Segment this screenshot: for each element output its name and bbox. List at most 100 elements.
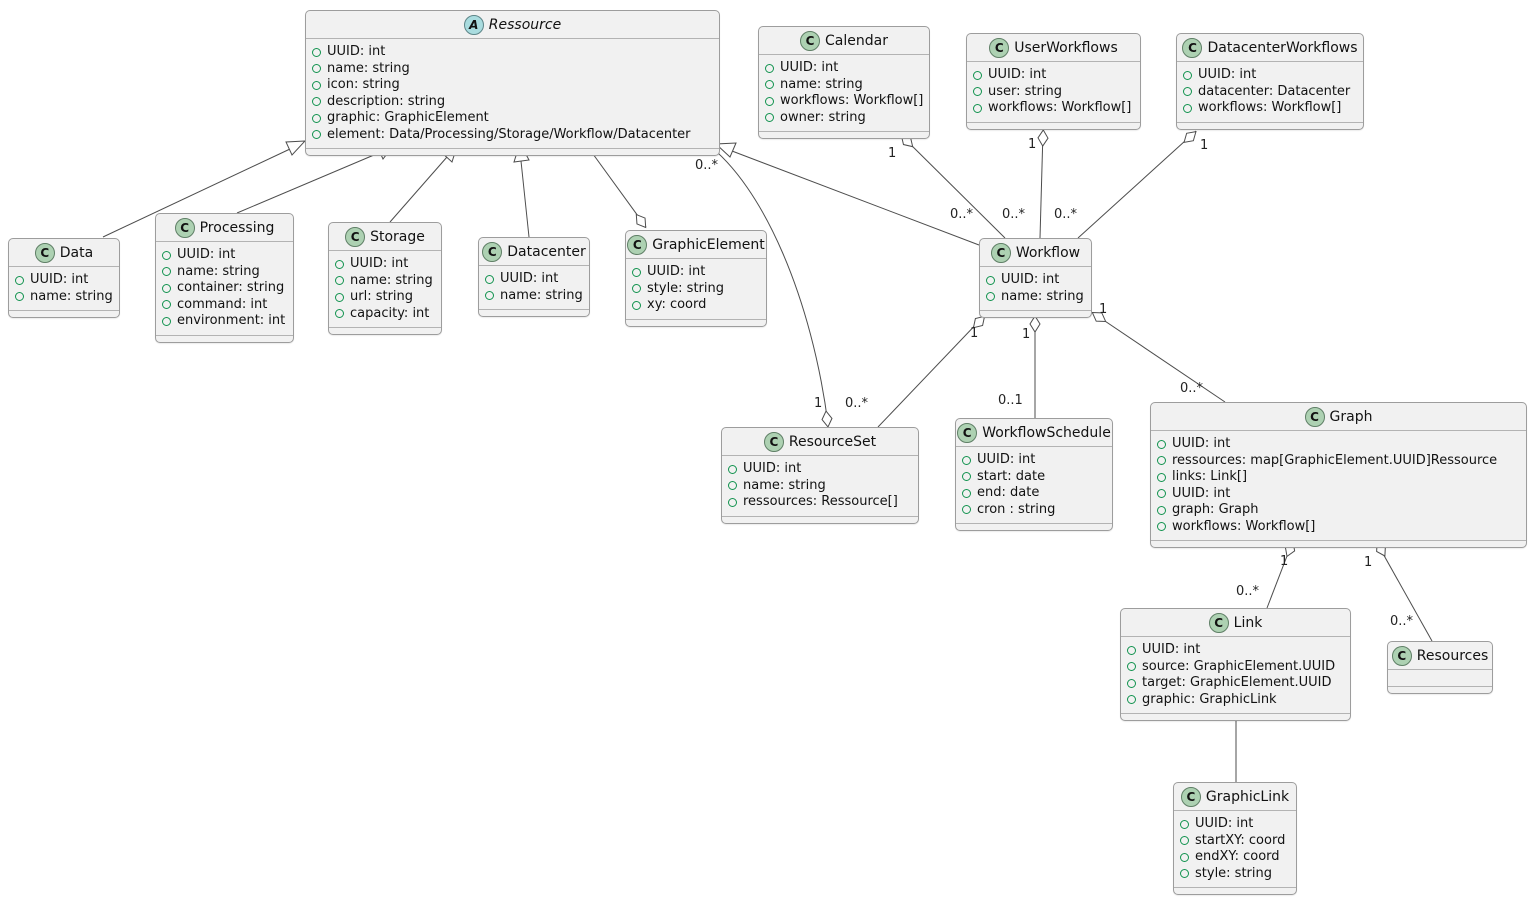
attribute: datacenter: Datacenter xyxy=(1183,84,1355,101)
attribute: UUID: int xyxy=(485,271,581,288)
attribute: style: string xyxy=(1180,866,1288,883)
aggregation-diamond-icon xyxy=(1091,311,1107,323)
class-name: Data xyxy=(59,245,94,261)
attribute: name: string xyxy=(162,264,285,281)
class-name: Storage xyxy=(370,229,425,245)
attribute: name: string xyxy=(986,289,1084,306)
edge-data-extends-ressource xyxy=(102,148,291,238)
methods-compartment xyxy=(329,327,441,334)
visibility-icon xyxy=(728,481,737,491)
visibility-icon xyxy=(765,96,774,106)
class-header: C DatacenterWorkflows xyxy=(1177,34,1363,62)
attribute: endXY: coord xyxy=(1180,849,1288,866)
attribute: UUID: int xyxy=(1157,486,1518,503)
multiplicity-label: 0..* xyxy=(950,207,974,222)
visibility-icon xyxy=(728,497,737,507)
multiplicity-label: 1 xyxy=(1364,555,1373,570)
attribute: workflows: Workflow[] xyxy=(1183,100,1355,117)
attribute: container: string xyxy=(162,280,285,297)
attributes-compartment: UUID: int ressources: map[GraphicElement… xyxy=(1151,431,1526,540)
methods-compartment xyxy=(956,523,1112,530)
attribute: name: string xyxy=(335,273,433,290)
attribute: style: string xyxy=(632,281,758,298)
visibility-icon xyxy=(1157,456,1166,466)
methods-compartment xyxy=(722,515,918,523)
attribute: UUID: int xyxy=(962,452,1104,469)
multiplicity-label: 0..* xyxy=(1054,207,1078,222)
class-name: Resources xyxy=(1416,648,1489,664)
visibility-icon xyxy=(962,488,971,498)
visibility-icon xyxy=(973,70,982,80)
attribute: graphic: GraphicLink xyxy=(1127,692,1342,709)
visibility-icon xyxy=(312,64,321,74)
methods-compartment xyxy=(479,309,589,316)
aggregation-diamond-icon xyxy=(1029,315,1041,333)
attribute: UUID: int xyxy=(15,272,111,289)
attributes-compartment: UUID: int name: string ressources: Resso… xyxy=(722,456,918,516)
attribute: links: Link[] xyxy=(1157,469,1518,486)
class-header: C Workflow xyxy=(980,239,1091,267)
visibility-icon xyxy=(162,250,171,260)
multiplicity-label: 1 xyxy=(888,146,897,161)
attributes-compartment: UUID: int user: string workflows: Workfl… xyxy=(967,62,1140,122)
visibility-icon xyxy=(962,505,971,515)
class-datacenter: C Datacenter UUID: int name: string xyxy=(478,237,590,317)
class-icon: C xyxy=(1180,787,1201,807)
visibility-icon xyxy=(312,113,321,123)
inheritance-arrow-icon xyxy=(285,140,307,156)
class-header: C Graph xyxy=(1151,403,1526,431)
class-icon: C xyxy=(800,31,821,51)
class-icon: C xyxy=(763,432,784,452)
attribute: command: int xyxy=(162,297,285,314)
class-header: C Storage xyxy=(329,223,441,251)
class-graph: C Graph UUID: int ressources: map[Graphi… xyxy=(1150,402,1527,548)
class-processing: C Processing UUID: int name: string cont… xyxy=(155,213,294,343)
attribute: UUID: int xyxy=(986,272,1083,289)
visibility-icon xyxy=(1183,103,1192,113)
class-icon: C xyxy=(345,227,366,247)
methods-compartment xyxy=(980,310,1091,317)
visibility-icon xyxy=(765,113,774,123)
class-name: GraphicLink xyxy=(1205,789,1290,805)
attribute: element: Data/Processing/Storage/Workflo… xyxy=(312,127,711,144)
attributes-compartment: UUID: int name: string xyxy=(479,266,589,309)
attributes-compartment: UUID: int name: string xyxy=(9,267,119,310)
visibility-icon xyxy=(1127,695,1136,705)
visibility-icon xyxy=(962,472,971,482)
edge-workflow-graph xyxy=(1092,312,1226,403)
class-icon: C xyxy=(1304,407,1325,427)
attributes-compartment: UUID: int name: string icon: string desc… xyxy=(306,39,719,148)
attribute: UUID: int xyxy=(728,461,910,478)
attribute: UUID: int xyxy=(1127,642,1342,659)
visibility-icon xyxy=(162,316,171,326)
attribute: workflows: Workflow[] xyxy=(973,100,1132,117)
class-icon: C xyxy=(989,38,1010,58)
class-graphicelement: C GraphicElement UUID: int style: string… xyxy=(625,230,767,327)
class-name: Calendar xyxy=(825,33,888,49)
class-icon: C xyxy=(482,242,503,262)
attribute: owner: string xyxy=(765,110,921,127)
visibility-icon xyxy=(973,87,982,97)
class-name: DatacenterWorkflows xyxy=(1207,40,1358,56)
visibility-icon xyxy=(1157,522,1166,532)
attribute: end: date xyxy=(962,485,1104,502)
class-resources: C Resources xyxy=(1387,641,1493,694)
visibility-icon xyxy=(1180,836,1189,846)
edge-graph-resources xyxy=(1376,542,1433,642)
attributes-compartment: UUID: int name: string workflows: Workfl… xyxy=(759,55,929,131)
methods-compartment xyxy=(156,334,293,342)
visibility-icon xyxy=(312,97,321,107)
attribute: description: string xyxy=(312,94,711,111)
visibility-icon xyxy=(1157,472,1166,482)
multiplicity-label: 1 xyxy=(1200,138,1209,153)
visibility-icon xyxy=(335,292,344,302)
attributes-compartment xyxy=(1388,670,1492,686)
multiplicity-label: 0..1 xyxy=(998,393,1023,408)
attribute: UUID: int xyxy=(1183,67,1355,84)
visibility-icon xyxy=(1157,439,1166,449)
attribute: name: string xyxy=(728,478,910,495)
visibility-icon xyxy=(1183,70,1192,80)
class-userworkflows: C UserWorkflows UUID: int user: string w… xyxy=(966,33,1141,130)
class-header: C Calendar xyxy=(759,27,929,55)
class-storage: C Storage UUID: int name: string url: st… xyxy=(328,222,442,335)
